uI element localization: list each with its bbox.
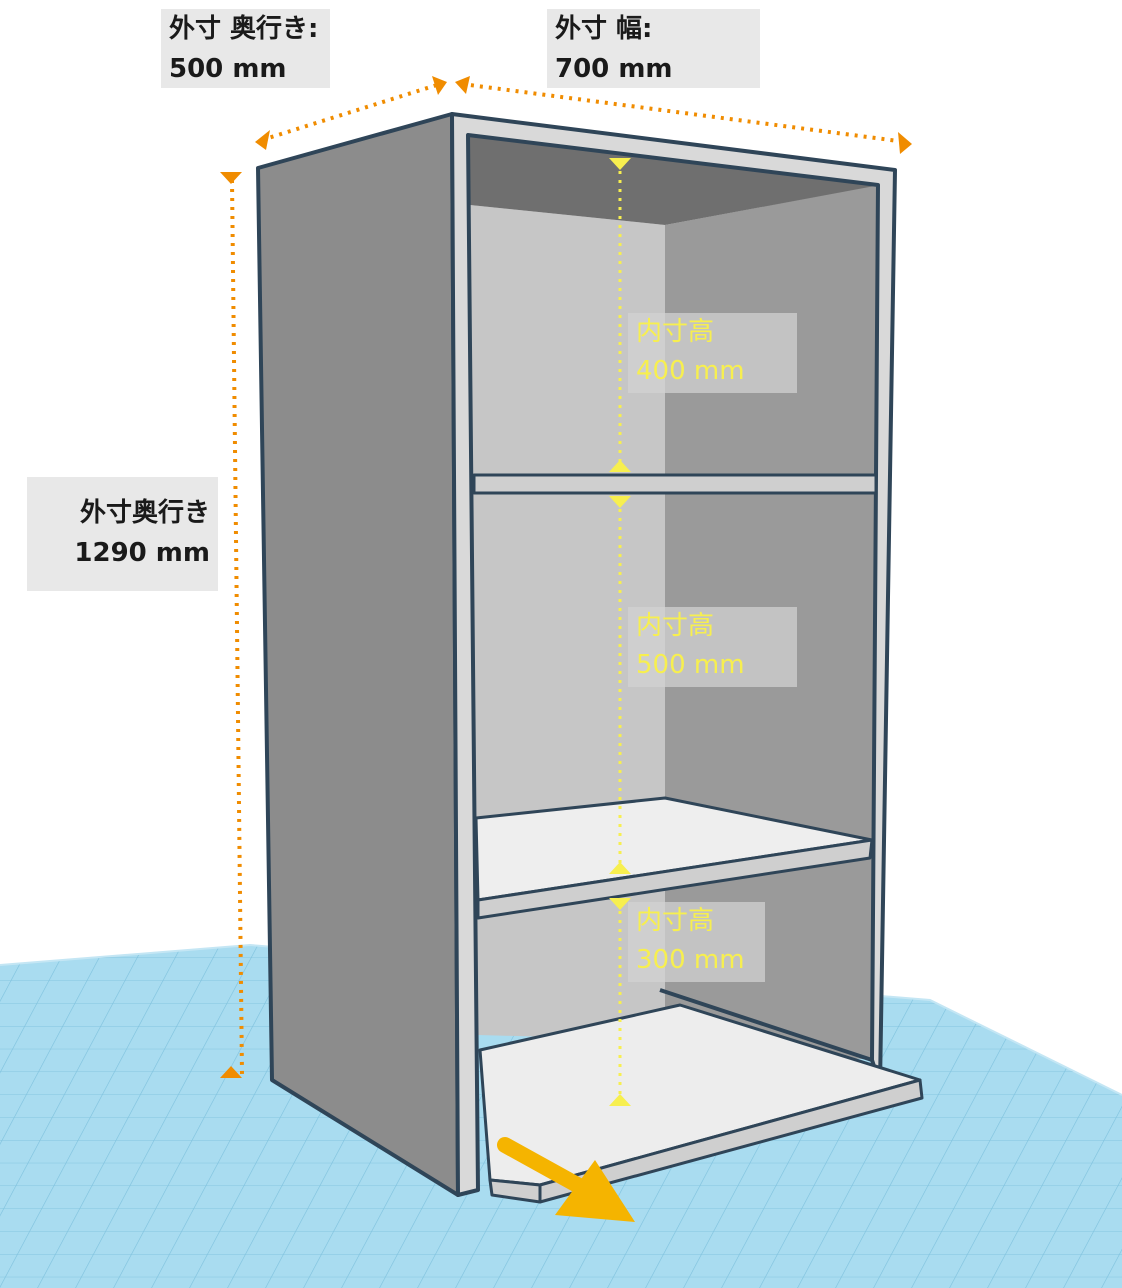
- inner-height-value: 400 mm: [636, 356, 745, 386]
- outer-width-value: 700 mm: [555, 54, 673, 84]
- inner-dimension-arrowheads: [609, 158, 631, 1106]
- outer-dimension-arrowheads: [220, 76, 912, 1078]
- inner-height-caption: 内寸高: [636, 317, 715, 347]
- outer-depth-value: 500 mm: [169, 54, 287, 84]
- inner-height-label-middle: 内寸高 500 mm: [628, 607, 797, 687]
- inner-height-value: 300 mm: [636, 945, 745, 975]
- outer-width-label: 外寸 幅: 700 mm: [547, 9, 760, 88]
- cabinet-top-underside: [468, 135, 880, 225]
- outer-depth-label: 外寸 奥行き: 500 mm: [161, 9, 330, 88]
- cabinet-front-frame: [450, 112, 897, 1197]
- inner-height-caption: 内寸高: [636, 906, 715, 936]
- outer-width-caption: 外寸 幅:: [555, 14, 653, 44]
- inner-height-label-upper: 内寸高 400 mm: [628, 313, 797, 393]
- cabinet-left-side: [256, 112, 460, 1197]
- arrow-down-right-icon: [497, 1137, 635, 1222]
- inner-height-caption: 内寸高: [636, 611, 715, 641]
- outer-height-caption: 外寸奥行き: [79, 498, 210, 528]
- inner-height-value: 500 mm: [636, 650, 745, 680]
- outer-height-value: 1290 mm: [74, 538, 210, 568]
- shelf-upper: [472, 473, 878, 495]
- inner-height-label-lower: 内寸高 300 mm: [628, 902, 765, 982]
- outer-height-label: 外寸奥行き 1290 mm: [27, 477, 218, 591]
- outer-dimension-lines: [230, 82, 907, 1075]
- outer-depth-caption: 外寸 奥行き:: [169, 14, 319, 44]
- cabinet: [256, 112, 924, 1204]
